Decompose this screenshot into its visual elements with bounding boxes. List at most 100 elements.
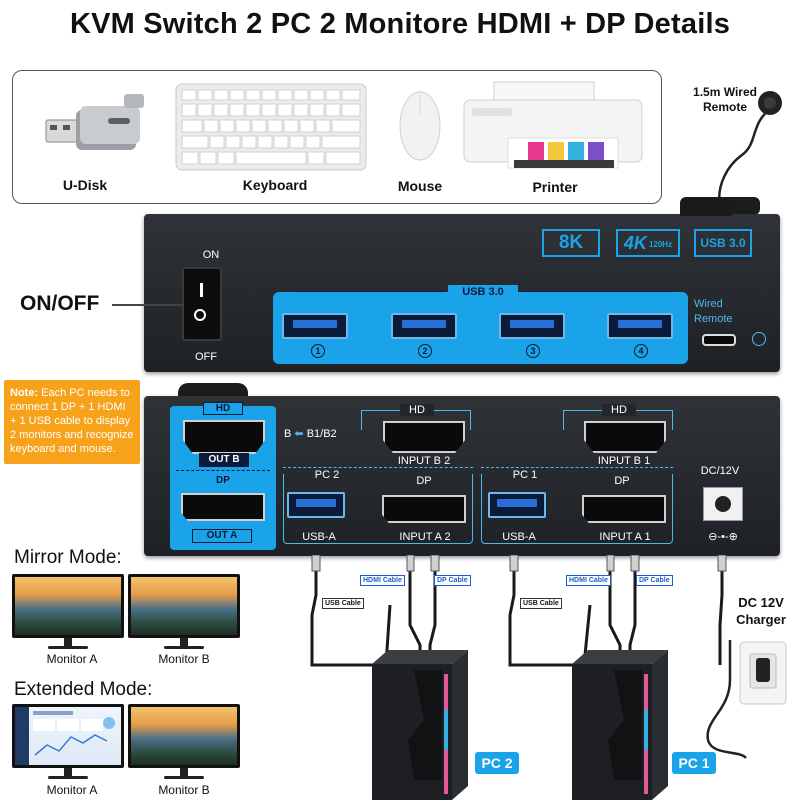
badge-8k: 8K [542,229,600,257]
extended-monitor-a [12,704,124,779]
badge-usb3: USB 3.0 [694,229,752,257]
usb-header-line-right [522,291,672,292]
direction-prefix: B [284,428,292,440]
mirror-monitor-a [12,574,124,649]
dc-polarity: ⊖-•-⊕ [708,531,738,543]
pc2-usb-a-port[interactable] [287,492,345,518]
usb-port-2[interactable] [391,313,457,339]
mouse-icon [399,91,441,161]
extended-monitor-a-stand [64,768,72,776]
mirror-monitor-a-label: Monitor A [46,652,98,666]
remote-label: 1.5m Wired Remote [670,85,780,115]
peripheral-label-udisk: U-Disk [62,177,108,193]
mirror-monitor-b-screen-frame [128,574,240,638]
extended-monitor-b-base [164,776,204,779]
dc-jack-port[interactable] [703,487,743,521]
remote-label-line2: Remote [702,100,747,114]
out-b-label: OUT B [199,453,249,467]
input-b1-label: INPUT B 1 [597,455,651,467]
peripheral-label-keyboard: Keyboard [242,177,308,193]
switch-on-label: ON [202,249,220,261]
extended-monitor-b-label: Monitor B [158,783,210,797]
power-on-mark [200,283,203,297]
hdmi-out-b-port[interactable] [183,420,265,454]
mirror-mode-title: Mirror Mode: [14,547,122,568]
note-box: Note: Each PC needs to connect 1 DP + 1 … [4,380,140,464]
extended-monitor-a-label: Monitor A [46,783,98,797]
pc2-tower [372,650,468,800]
extended-monitor-b-stand [180,768,188,776]
pc2-usb-a-label: USB-A [302,531,336,543]
note-text: Each PC needs to connect 1 DP + 1 HDMI +… [10,387,134,455]
usb-panel-header: USB 3.0 [448,285,518,299]
pc2-hdmi-cable-tag: HDMI Cable [360,575,405,586]
out-a-label: OUT A [192,529,252,543]
pc2-divider [283,467,473,468]
mirror-monitor-b-base [164,646,204,649]
pc2-dp-cable-tag: DP Cable [434,575,471,586]
page-title: KVM Switch 2 PC 2 Monitore HDMI + DP Det… [69,8,731,40]
out-divider [176,470,270,471]
mirror-monitor-b-stand [180,638,188,646]
hdmi-input-b1-port[interactable] [584,421,666,453]
input-a1-label: INPUT A 1 [599,531,651,543]
pc1-hdmi-cable-tag: HDMI Cable [566,575,611,586]
pc1-usb-a-label: USB-A [502,531,536,543]
pc2-hd-label: HD [400,404,434,416]
pc1-tower [572,650,668,800]
power-adapter-icon [706,640,787,759]
input-a2-label: INPUT A 2 [399,531,451,543]
wired-remote-line2: Remote [694,313,733,325]
remote-jack-port[interactable] [702,334,736,346]
power-switch[interactable] [182,267,222,341]
input-b2-label: INPUT B 2 [397,455,451,467]
mirror-monitor-a-screen [15,577,121,635]
power-off-mark [194,309,206,321]
mirror-monitor-a-stand [64,638,72,646]
usb-port-3[interactable] [499,313,565,339]
extended-monitor-b-screen-frame [128,704,240,768]
dp-input-a1-port[interactable] [582,495,666,523]
mirror-monitor-b [128,574,240,649]
wired-remote-icon [680,91,782,215]
wired-remote-line1: Wired [694,298,723,310]
dc-label: DC/12V [700,465,740,477]
extended-monitor-a-screen-frame [12,704,124,768]
remote-label-line1: 1.5m Wired [693,85,757,99]
hdmi-input-b2-port[interactable] [383,421,465,453]
extended-mode-title: Extended Mode: [14,679,153,700]
charger-label: DC 12V Charger [726,594,796,628]
wired-remote-label: Wired Remote [694,297,746,327]
extended-monitor-b [128,704,240,779]
mirror-monitor-a-base [48,646,88,649]
dp-out-a-port[interactable] [181,493,265,521]
charger-label-line2: Charger [736,612,786,627]
peripheral-label-printer: Printer [532,179,578,195]
switch-direction-label: B ⬅ B1/B2 [284,427,337,440]
direction-arrow-icon: ⬅ [294,428,304,440]
pc1-dp-label: DP [614,475,630,487]
remote-plug [680,198,732,216]
pc2-tag: PC 2 [475,752,519,774]
usb-header-line-left [295,291,445,292]
out-hd-tag: HD [203,402,243,415]
usb-port-4[interactable] [607,313,673,339]
note-bold: Note: [10,387,39,399]
switch-off-label: OFF [195,351,217,363]
pc1-tag: PC 1 [672,752,716,774]
dp-input-a2-port[interactable] [382,495,466,523]
extended-monitor-a-screen [15,707,121,765]
usb-port-number-4: 4 [634,344,648,358]
usb-drive-icon [45,94,144,150]
pc1-usb-a-port[interactable] [488,492,546,518]
dc-jack-hole [715,496,731,512]
extended-monitor-a-base [48,776,88,779]
usb-port-1[interactable] [282,313,348,339]
dashboard-illustration [15,707,115,765]
remote-jack-icon [752,332,766,346]
badge-4k-text: 4K [623,233,647,253]
pc1-dp-cable-tag: DP Cable [636,575,673,586]
pc1-divider [481,467,673,468]
charger-label-line1: DC 12V [738,595,784,610]
